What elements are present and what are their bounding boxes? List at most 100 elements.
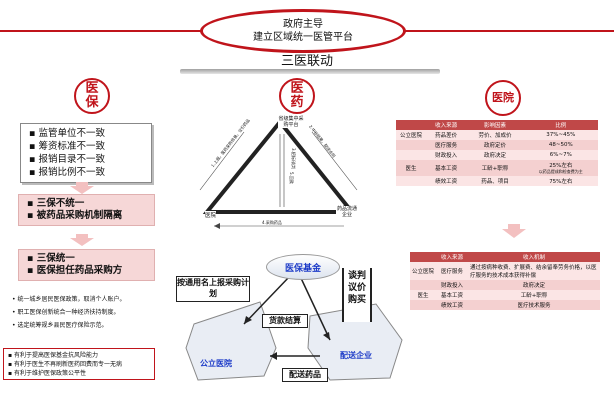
t2-r2c2: 工龄+职称 [468,290,600,300]
t1-r4c2: 药品、项目 [466,176,524,186]
table-row: 公立医院 医疗服务 通过按病种收费、扩展费、结余留奉劳务价格，以医疗服务的技术成… [410,262,600,280]
table1-header: 收入来源 影响因素 比例 [396,120,598,130]
benefit-3: 有利于维护医保政策公平性 [13,370,86,377]
t2-h1: 收入来源 [436,252,468,262]
t2-r0c1: 医疗服务 [436,262,468,280]
banner-line2: 建立区域统一医管平台 [253,32,353,43]
t1-r3c0: 医生 [396,160,426,176]
reform-list: ▪ 三保统一 ▪ 医保担任药品采购方 [27,253,123,276]
node-hospital: 医院 [205,211,217,219]
current-state-box: ▪ 三保不统一 ▪ 被药品采购机制隔离 [18,194,155,226]
subtitle: 三医联动 [280,54,333,69]
triangle-diagram [199,118,358,229]
reform-1: 三保统一 [36,253,75,264]
t1-r1c2: 政府定价 [466,140,524,150]
circle-right-label: 医院 [492,91,514,104]
edge-bottom-label: 4.采购药品 [262,220,282,225]
t2-r3c0 [410,300,436,310]
circle-medicine: 医 药 [279,78,315,114]
deliver-callout: 配送药品 [282,368,328,382]
current-1: 三保不统一 [36,198,85,209]
benefits-box: ▪ 有利于提高医保基金抗风险能力 ▪ 有利于医生不再刷新医药回费而专一无病 ▪ … [3,348,155,380]
table-row: 绩效工资 药品、项目 75%左右 [396,176,598,186]
benefit-1: 有利于提高医保基金抗风险能力 [13,352,98,359]
table-row: 绩效工资 医疗技术服务 [410,300,600,310]
t2-r3c2: 医疗技术服务 [468,300,600,310]
arrow-down-2 [70,234,94,246]
t2-r1c1: 财政投入 [436,280,468,290]
problem-list: ▪ 监管单位不一致 ▪ 筹资标准不一致 ▪ 报销目录不一致 ▪ 报销比例不一致 [29,128,105,178]
t1-r2c1: 财政投入 [426,150,467,160]
t1-r4c1: 绩效工资 [426,176,467,186]
t1-r0c0: 公立医院 [396,130,426,140]
bargain-callout: 谈判议价购买 [342,268,372,322]
t2-r2c0: 医生 [410,290,436,300]
table-row: 医疗服务 政府定价 48~50% [396,140,598,150]
settle-label: 货款结算 [269,316,301,325]
banner: 政府主导 建立区域统一医管平台 [200,9,406,53]
reform-bullets: • 统一城乡居民医保政策，取消个人账户。 • 职工医保创新统合一种经济扶持制度。… [12,296,126,329]
reform-box: ▪ 三保统一 ▪ 医保担任药品采购方 [18,249,155,281]
t2-r1c0 [410,280,436,290]
problem-2: 筹资标准不一致 [38,141,105,152]
report-label: 按通用名上报采购计划 [177,278,249,298]
circle-hospital: 医院 [485,80,521,116]
current-2: 被药品采购机制隔离 [36,210,123,221]
t1-r4c3: 75%左右 [523,176,598,186]
problem-1: 监管单位不一致 [38,128,105,139]
t2-r1c2: 政府决定 [468,280,600,290]
t1-r2c2: 政府决定 [466,150,524,160]
t2-r2c1: 基本工资 [436,290,468,300]
settle-callout: 货款结算 [262,314,308,328]
table-row: 财政投入 政府决定 6%~7% [396,150,598,160]
bullet-2: 职工医保创新统合一种经济扶持制度。 [17,309,120,316]
t1-r2c3: 6%~7% [523,150,598,160]
t1-r3c3: 25%左右以药品提成和检查费为主 [523,160,598,176]
circle-left-label: 医 保 [85,81,99,110]
t2-r0c2: 通过按病种收费、扩展费、结余留奉劳务价格，以医疗服务的技术成本获得补偿 [468,262,600,280]
t1-note: 以药品提成和检查费为主 [538,169,583,174]
deliver-label: 配送药品 [289,370,321,379]
t1-r1c0 [396,140,426,150]
t1-r3c2: 工龄+职称 [466,160,524,176]
fund-label: 医保基金 [284,264,321,274]
table-row: 公立医院 药品差价 劳价、加成价 37%~45% [396,130,598,140]
circle-medical-insurance: 医 保 [74,78,110,114]
fund-ellipse: 医保基金 [266,254,340,280]
table-row: 财政投入 政府决定 [410,280,600,290]
t1-r1c3: 48~50% [523,140,598,150]
t1-h1: 收入来源 [426,120,467,130]
arrow-down-1 [70,182,94,194]
hospital-label: 公立医院 [200,359,232,368]
circle-mid-label: 医 药 [290,81,304,110]
edge-mid-label: 3.招标/谈判 [291,148,296,170]
benefit-2: 有利于医生不再刷新医药回费而专一无病 [13,361,122,368]
benefits-list: ▪ 有利于提高医保基金抗风险能力 ▪ 有利于医生不再刷新医药回费而专一无病 ▪ … [8,352,122,377]
current-state-list: ▪ 三保不统一 ▪ 被药品采购机制隔离 [27,198,123,221]
subtitle-underline [180,69,440,74]
table2-header: 收入来源 收入机制 [410,252,600,262]
table-row: 医生 基本工资 工龄+职称 [410,290,600,300]
flow-diagram-shapes [185,275,403,381]
problem-3: 报销目录不一致 [38,154,105,165]
t1-h3: 比例 [523,120,598,130]
t1-r3c1: 基本工资 [426,160,467,176]
node-platform: 省级集中采购平台 [278,116,304,128]
t2-r0c0: 公立医院 [410,262,436,280]
t1-r4c0 [396,176,426,186]
t1-r3c3-value: 25%左右 [549,163,573,169]
node-enterprise: 药品流通企业 [336,206,358,218]
reform-2: 医保担任药品采购方 [36,265,123,276]
hospital-income-table-after: 收入来源 收入机制 公立医院 医疗服务 通过按病种收费、扩展费、结余留奉劳务价格… [410,252,600,310]
t1-r0c3: 37%~45% [523,130,598,140]
hospital-income-table-before: 收入来源 影响因素 比例 公立医院 药品差价 劳价、加成价 37%~45% 医疗… [396,120,598,186]
problem-box: ▪ 监管单位不一致 ▪ 筹资标准不一致 ▪ 报销目录不一致 ▪ 报销比例不一致 [20,123,152,183]
t1-r2c0 [396,150,426,160]
banner-line1: 政府主导 [283,19,323,30]
edge-mid2-label: 5.回款 [289,172,294,184]
bullet-1: 统一城乡居民医保政策，取消个人账户。 [17,296,126,303]
enterprise-label: 配送企业 [340,351,372,360]
t1-r0c2: 劳价、加成价 [466,130,524,140]
bullet-3: 选定统筹规乡县民医疗保险示范。 [17,322,108,329]
t1-r0c1: 药品差价 [426,130,467,140]
